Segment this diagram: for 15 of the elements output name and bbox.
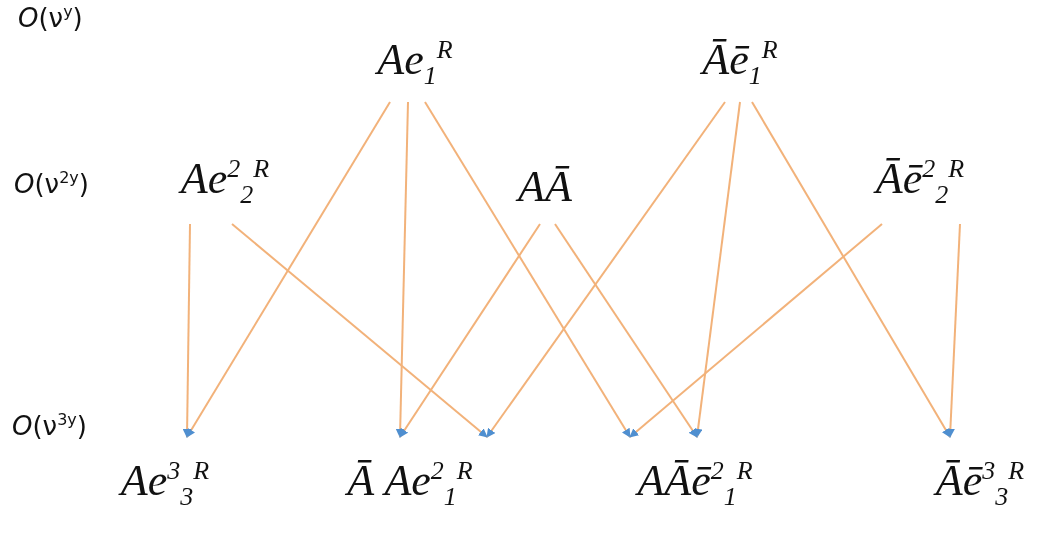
order-label: O(ν$^{2y}$) [14,168,89,199]
arrow [424,101,631,438]
arrow [231,223,488,438]
order-label: O(ν$^{3y}$) [12,410,87,441]
arrow [751,101,951,438]
arrow [629,223,883,438]
arrow [945,223,961,438]
arrow [693,101,741,438]
arrow [182,223,192,438]
order-label: O(ν$^{y}$) [18,2,83,33]
arrow [486,101,726,438]
arrow [186,101,391,438]
arrow [395,101,409,438]
arrow [399,223,541,438]
arrow [554,223,698,438]
